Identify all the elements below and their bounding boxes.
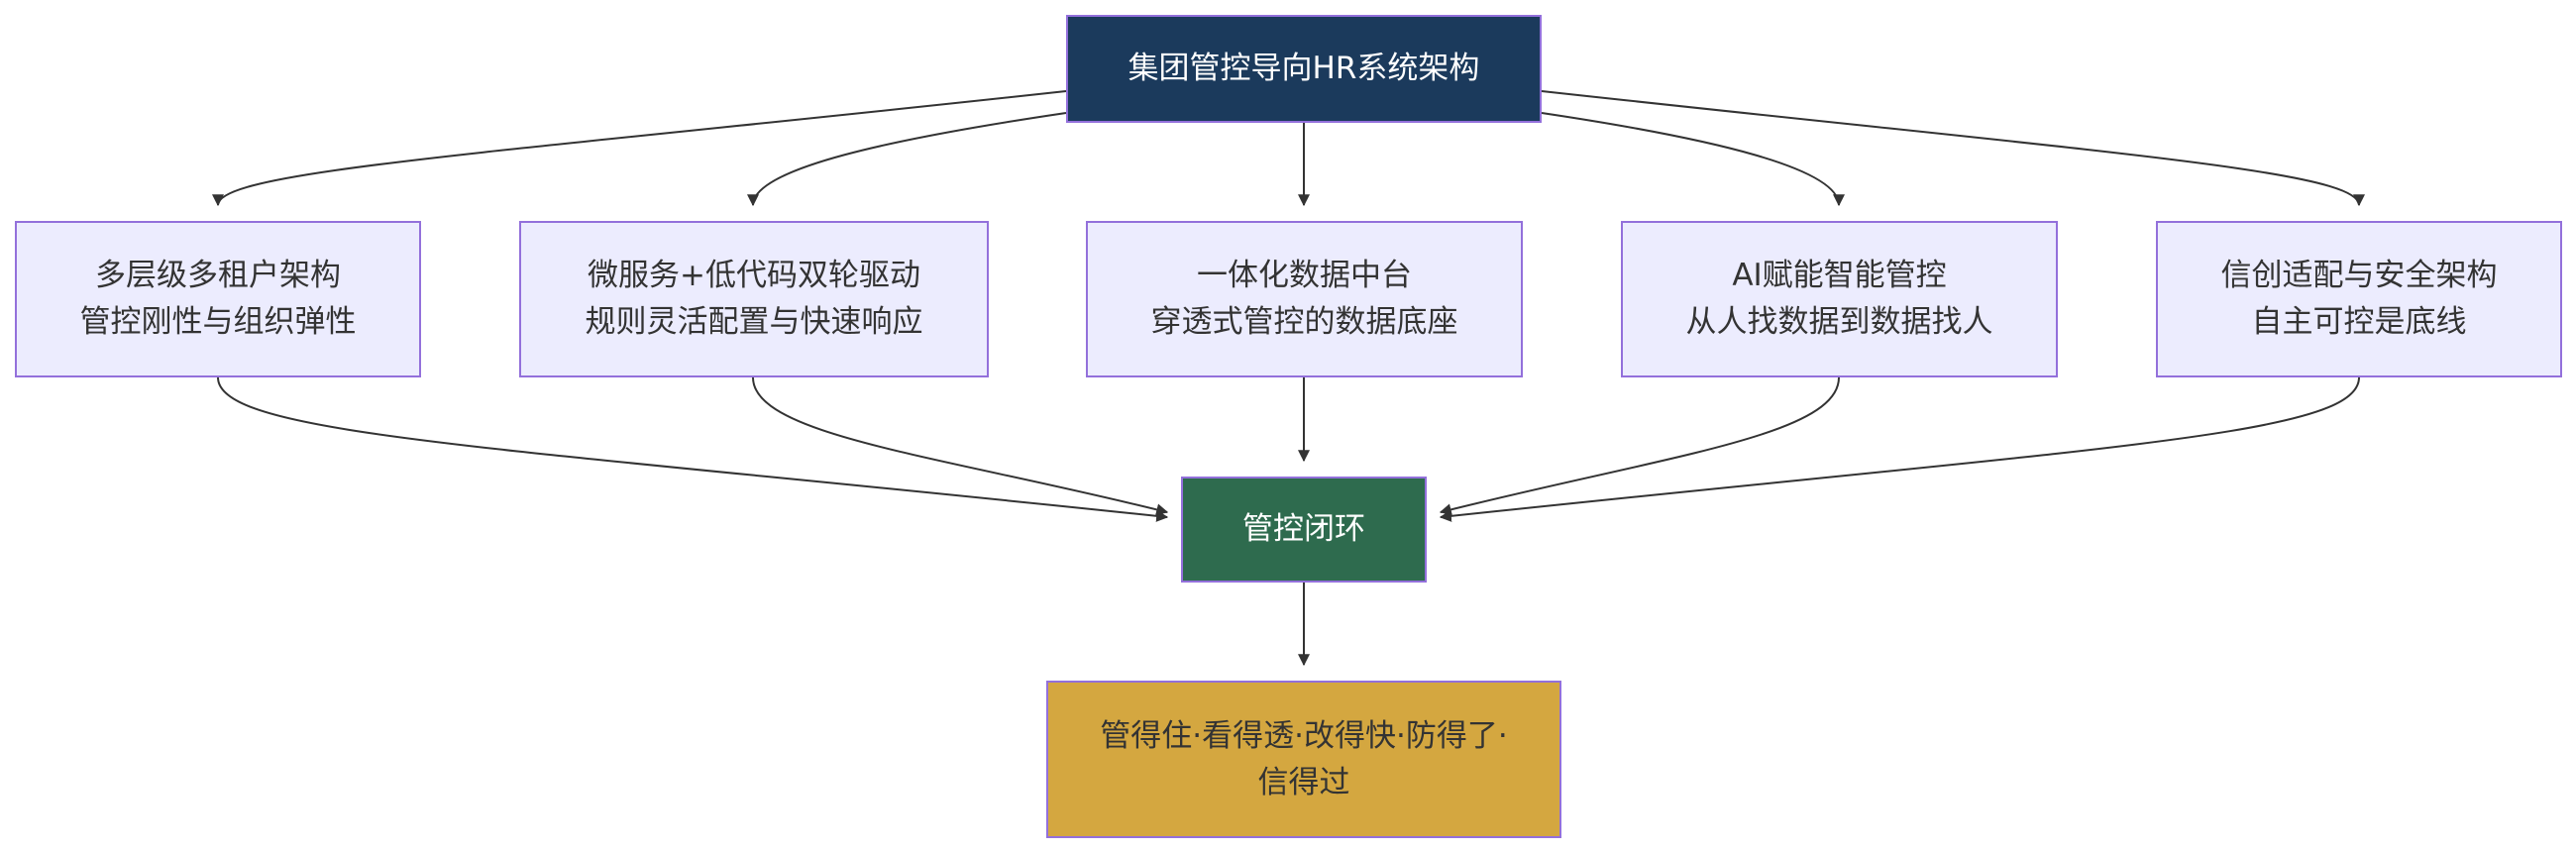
pillar-subtitle: 规则灵活配置与快速响应 [585, 304, 923, 340]
pillar-node-multi-tenant: 多层级多租户架构 管控刚性与组织弹性 [15, 221, 421, 377]
root-node: 集团管控导向HR系统架构 [1066, 15, 1542, 123]
edge-root-to-pillar-5 [1541, 90, 2365, 207]
pillar-title: 一体化数据中台 [1197, 258, 1412, 293]
pillar-node-security: 信创适配与安全架构 自主可控是底线 [2156, 221, 2562, 377]
pillar-subtitle: 从人找数据到数据找人 [1685, 304, 1993, 340]
edge-root-to-pillar-1 [212, 90, 1067, 207]
loop-label: 管控闭环 [1242, 511, 1365, 547]
result-label: 管得住·看得透·改得快·防得了·信得过 [1100, 717, 1508, 800]
pillar-subtitle: 穿透式管控的数据底座 [1150, 304, 1458, 340]
edge-pillar-4-to-loop [1439, 376, 1840, 516]
pillar-title: AI赋能智能管控 [1732, 258, 1947, 293]
pillar-title: 信创适配与安全架构 [2220, 258, 2498, 293]
result-node: 管得住·看得透·改得快·防得了·信得过 [1046, 681, 1561, 838]
pillar-node-ai-control: AI赋能智能管控 从人找数据到数据找人 [1621, 221, 2058, 377]
edge-pillar-1-to-loop [217, 376, 1169, 522]
pillar-node-data-platform: 一体化数据中台 穿透式管控的数据底座 [1086, 221, 1523, 377]
pillar-title: 微服务+低代码双轮驱动 [588, 258, 920, 293]
pillar-subtitle: 管控刚性与组织弹性 [79, 304, 357, 340]
edge-pillar-2-to-loop [752, 376, 1169, 516]
control-loop-node: 管控闭环 [1181, 477, 1427, 583]
root-label: 集团管控导向HR系统架构 [1127, 51, 1480, 86]
edge-pillar-5-to-loop [1439, 376, 2360, 522]
edge-root-to-pillar-4 [1541, 112, 1845, 207]
pillar-title: 多层级多租户架构 [95, 258, 341, 293]
pillar-subtitle: 自主可控是底线 [2251, 304, 2467, 340]
pillar-node-microservice-lowcode: 微服务+低代码双轮驱动 规则灵活配置与快速响应 [519, 221, 989, 377]
edge-root-to-pillar-2 [747, 112, 1067, 207]
